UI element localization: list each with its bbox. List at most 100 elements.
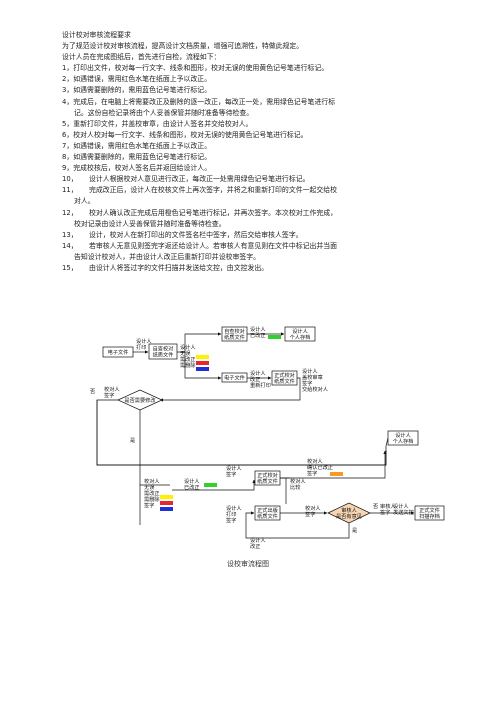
formal-archive-box-label: 扫描存档 xyxy=(419,512,440,520)
designer-reprint-label: 设计人 xyxy=(250,369,266,377)
designer-print-label: 设计人 xyxy=(136,337,152,345)
checker-confirm-label: 签字 xyxy=(307,469,317,477)
step-number: 8， xyxy=(62,153,74,162)
step-item: 3，如遇需要删除的，需用蓝色记号笔进行标记。 xyxy=(62,85,434,96)
formal-check-paper-box-label: 正式校对 xyxy=(274,371,295,379)
designer-stamp-label: 签字 xyxy=(302,379,312,387)
step-number: 7， xyxy=(62,141,74,150)
flowchart-caption: 设校审流程图 xyxy=(227,560,269,568)
step-text: 打印出文件，校对每一行文字、线条和图形，校对无误的使用黄色记号笔进行标记。 xyxy=(73,64,329,73)
flow-connector xyxy=(280,450,387,479)
checker-sign-low-label: 校对人 xyxy=(305,504,321,512)
designer-personal-box-label: 个人存档 xyxy=(290,333,311,341)
designer-fixed2-label: 已改正 xyxy=(184,483,200,491)
flow-connector xyxy=(172,479,256,491)
blue-swatch-2 xyxy=(160,507,173,511)
step-item: 10， 设计人根据校对人意见进行改正，每改正一处需用绿色记号笔进行标记。 xyxy=(62,174,434,185)
designer-marks-label: 需删除 xyxy=(180,361,196,369)
self-check-paper-box-label: 纸质文件 xyxy=(224,333,245,341)
step-item: 4，完成后，在电脑上将需要改正及删除的逐一改正，每改正一处，需用绿色记号笔进行标 xyxy=(62,97,434,108)
checker-marks-label: 签字 xyxy=(144,501,154,509)
self-check-paper-box-label: 自查校对 xyxy=(224,327,245,335)
no-label: 否 xyxy=(90,388,95,395)
step-text: 重新打印文件，并盖校审章，由设计人签名并交给校对人。 xyxy=(73,119,253,128)
step-number: 6， xyxy=(62,130,74,139)
designer-stamp-label: 交给校对人 xyxy=(302,385,328,393)
step-item: 7，如遇错误，需用红色水笔在纸面上予以改正。 xyxy=(62,141,434,152)
step-number: 13， xyxy=(62,230,78,239)
step-number: 11， xyxy=(62,186,78,195)
step-continuation: 校对记录由设计人妥善保管并随时准备等待检查。 xyxy=(74,219,226,228)
checker-sign-top-label: 校对人 xyxy=(104,385,120,393)
decision-review-label: 审核人 xyxy=(341,506,357,514)
step-text: 设计，校对人在新打印出的文件签名栏中签字，然后交给审核人签字。 xyxy=(89,230,303,239)
designer-fixed-label: 设计人 xyxy=(250,325,266,333)
designer-marks-label: 需改正 xyxy=(180,355,196,363)
decision-left-diamond xyxy=(117,389,163,411)
step-item: 9，完成校核后，校对人签名后并返回给设计人。 xyxy=(62,163,434,174)
decision-left-label: 是否需要修改 xyxy=(124,396,156,404)
flow-connector xyxy=(97,437,389,466)
designer-print-sign-label: 签字 xyxy=(226,516,236,524)
designer-archive-box-label: 个人存档 xyxy=(393,437,414,445)
designer-send-label: 发送文控 xyxy=(393,508,414,516)
designer-marks-label: 设计人 xyxy=(180,343,196,351)
document-body: 设计校对审核流程要求 为了规范设计校对审核流程，提高设计文档质量，增强可追溯性，… xyxy=(62,30,434,274)
formal-print-paper-box-label: 纸质文件 xyxy=(257,512,278,520)
formal-archive-box-label: 正式文件 xyxy=(419,506,440,514)
step-continuation: 告知设计校对人，并由设计人改正后重新打印并设校审签字。 xyxy=(74,252,261,261)
orange-swatch xyxy=(330,472,343,476)
green-swatch xyxy=(268,335,281,339)
red-swatch xyxy=(196,361,209,365)
designer-fixed2-label: 设计人 xyxy=(184,477,200,485)
step-number: 1， xyxy=(62,64,74,73)
step-text: 如遇错误，需用红色水笔在纸面上予以改正。 xyxy=(73,141,212,150)
step-text: 设计人根据校对人意见进行改正，每改正一处需用绿色记号笔进行标记。 xyxy=(89,175,310,184)
yellow-swatch-2 xyxy=(160,495,173,499)
designer-fixed-label: 已改正 xyxy=(250,331,266,339)
yes-label-2: 是 xyxy=(352,527,357,534)
step-number: 5， xyxy=(62,119,74,128)
checker-sign-top-label: 签字 xyxy=(104,391,114,399)
doc-title: 设计校对审核流程要求 xyxy=(62,31,131,39)
designer-print-sign-label: 打印 xyxy=(226,510,236,518)
checker-confirm-label: 校对人 xyxy=(307,457,323,465)
formal-archive-box xyxy=(414,505,445,521)
designer-personal-box-label: 设计人 xyxy=(292,327,308,335)
designer-fix-bottom-label: 设计人 xyxy=(250,536,266,544)
checker-marks-label: 需改正 xyxy=(144,489,160,497)
step-text: 完成校核后，校对人签名后并返回给设计人。 xyxy=(73,164,212,173)
flow-connector xyxy=(245,511,350,539)
designer-stamp-label: 盖校审章 xyxy=(302,373,323,381)
step-text: 如遇需要删除的，需用蓝色记号笔进行标记。 xyxy=(73,86,212,95)
step-item: 11，完成改正后，设计人在校核文件上再次签字，并将之和重新打印的文件一起交给校 xyxy=(62,185,434,196)
green-swatch-2 xyxy=(204,483,217,487)
designer-sign-mid-label: 签字 xyxy=(226,470,236,478)
yellow-swatch xyxy=(196,355,209,359)
designer-fix-bottom-label: 改正 xyxy=(250,542,260,550)
step-number: 10， xyxy=(62,175,78,184)
flow-connector xyxy=(159,377,301,402)
step-item: 2，如遇错误，需用红色水笔在纸面上予以改正。 xyxy=(62,74,434,85)
yes-label: 是 xyxy=(130,437,135,444)
step-number: 15， xyxy=(62,263,78,272)
formal-check-paper2-box-label: 纸质文件 xyxy=(257,477,278,485)
designer-marks-label: 无误 xyxy=(180,349,191,357)
doc-lead: 设计人员在完成图纸后，首先进行自检，流程如下： xyxy=(62,53,221,62)
checked-paper-box-label: 自查校对 xyxy=(153,345,174,353)
electronic-file-box-label: 电子文件 xyxy=(108,348,129,356)
step-item: 1，打印出文件，校对每一行文字、线条和图形，校对无误的使用黄色记号笔进行标记。 xyxy=(62,63,434,74)
step-item: 6，校对人校对每一行文字、线条和图形，校对无误的使用黄色记号笔进行标记。 xyxy=(62,130,434,141)
checker-marks-label: 校对人 xyxy=(144,477,160,485)
checked-paper-box xyxy=(148,343,178,360)
designer-reprint-label: 改正 xyxy=(250,375,260,383)
step-continuation: 记。这份自检记录将由个人妥善保管并随时准备等待检查。 xyxy=(74,108,254,117)
designer-send-label: 设计人 xyxy=(393,502,409,510)
flow-connector xyxy=(96,399,118,466)
designer-stamp-label: 设计人 xyxy=(302,367,318,375)
doc-intro: 为了规范设计校对审核流程，提高设计文档质量，增强可追溯性，特做此规定。 xyxy=(62,42,304,51)
step-number: 9， xyxy=(62,164,74,173)
checker-marks-label: 无误 xyxy=(144,483,155,491)
designer-sign-mid-label: 设计人 xyxy=(226,464,242,472)
step-item: 13， 设计，校对人在新打印出的文件签名栏中签字，然后交给审核人签字。 xyxy=(62,230,434,241)
